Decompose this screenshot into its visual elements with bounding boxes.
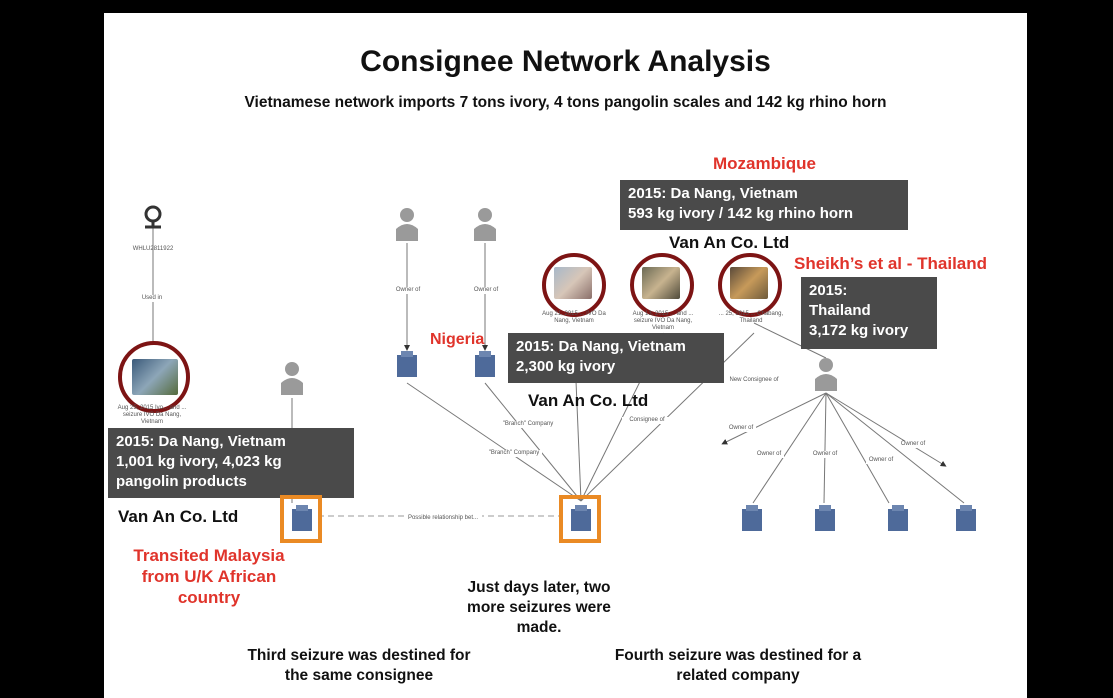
malaysia-info-box: 2015: Da Nang, Vietnam 1,001 kg ivory, 4… (108, 428, 354, 498)
building-icon (571, 505, 591, 531)
consignee-of-label: Consignee of (622, 417, 672, 424)
nigeria-info-box: 2015: Da Nang, Vietnam 2,300 kg ivory (508, 333, 724, 383)
building-icon (475, 351, 495, 377)
slide: Consignee Network Analysis Vietnamese ne… (104, 13, 1027, 698)
owner-of-label: Owner of (470, 287, 502, 294)
van-an-label-top: Van An Co. Ltd (669, 233, 790, 252)
person-icon (815, 358, 837, 391)
slide-subtitle: Vietnamese network imports 7 tons ivory,… (244, 94, 887, 111)
nigeria-label: Nigeria (430, 331, 485, 348)
owner-of-label: Owner of (866, 457, 896, 464)
building-icon (888, 505, 908, 531)
slide-title: Consignee Network Analysis (360, 45, 771, 78)
container-id-label: WHLU2811922 (132, 246, 174, 252)
person-icon (396, 208, 418, 241)
mozambique-info-box: 2015: Da Nang, Vietnam 593 kg ivory / 14… (620, 180, 908, 230)
building-icon (397, 351, 417, 377)
person-icon (474, 208, 496, 241)
building-icon (815, 505, 835, 531)
seizure-caption-malaysia: Aug 25, 2015 Ivo... and ... seizure IVO … (117, 405, 187, 425)
seizure-caption-mozambique: Aug 13, 2015 ... and ... seizure IVO Da … (632, 311, 694, 331)
container-pin-icon (144, 205, 162, 229)
mozambique-label: Mozambique (713, 154, 816, 173)
used-in-label: Used in (132, 295, 172, 302)
branch-company-label: "Branch" Company (500, 421, 556, 428)
new-consignee-label: New Consignee of (726, 377, 782, 384)
thailand-info-box: 2015: Thailand 3,172 kg ivory (801, 277, 937, 349)
seizure-photo-thailand[interactable] (718, 253, 782, 317)
fourth-seizure-note: Fourth seizure was destined for a relate… (614, 647, 862, 684)
owner-of-label: Owner of (754, 451, 784, 458)
building-icon (742, 505, 762, 531)
days-later-note: Just days later, two more seizures were … (467, 579, 611, 636)
highlight-consignee-left (280, 495, 322, 543)
seizure-photo-malaysia[interactable] (118, 341, 190, 413)
third-seizure-note: Third seizure was destined for the same … (247, 647, 471, 684)
sheikhs-label: Sheikh’s et al - Thailand (794, 254, 988, 273)
building-icon (956, 505, 976, 531)
transited-label: Transited Malaysia from U/K African coun… (133, 546, 285, 607)
branch-company-label: "Branch" Company (486, 450, 542, 457)
seizure-photo-mozambique[interactable] (630, 253, 694, 317)
building-icon (292, 505, 312, 531)
owner-of-label: Owner of (726, 425, 756, 432)
seizure-photo-nigeria[interactable] (542, 253, 606, 317)
highlight-consignee-center (559, 495, 601, 543)
person-icon (281, 362, 303, 395)
possible-relationship-label: Possible relationship bet... (404, 515, 482, 522)
seizure-caption-nigeria: Aug 21, 2015 ... IVO Da Nang, Vietnam (542, 311, 606, 324)
van-an-label-left: Van An Co. Ltd (118, 507, 239, 526)
seizure-caption-thailand: ... 25, 2015 ... Chabang, Thailand (718, 311, 784, 324)
van-an-label-middle: Van An Co. Ltd (528, 391, 649, 410)
owner-of-label: Owner of (392, 287, 424, 294)
owner-of-label: Owner of (898, 441, 928, 448)
owner-of-label: Owner of (810, 451, 840, 458)
